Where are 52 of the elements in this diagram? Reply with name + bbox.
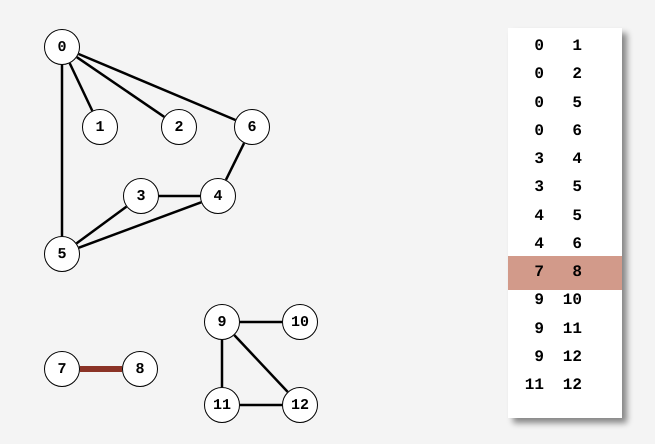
table-cell-text: 11 (562, 320, 582, 338)
table-cell-text: 9 (533, 348, 544, 366)
vertex-circle: 9 (204, 304, 240, 340)
vertex-circle: 2 (161, 109, 197, 145)
table-cell-text: 3 (533, 150, 544, 168)
table-cell-text: 3 (533, 178, 544, 196)
table-cell-text: 7 (533, 263, 544, 281)
table-cell-text: 12 (562, 376, 582, 394)
table-cell-text: 6 (571, 234, 582, 253)
table-cell-text: 0 (533, 94, 544, 112)
vertex-circle: 6 (234, 109, 270, 145)
edge-line (159, 194, 200, 198)
table-cell-text: 0 (533, 65, 544, 84)
vertex-circle: 4 (200, 178, 236, 214)
edge-line (76, 206, 128, 244)
vertex-circle: 8 (122, 351, 158, 387)
table-cell-text: 10 (562, 291, 582, 310)
table-cell-text: 9 (533, 320, 544, 338)
table-cell-text: 6 (571, 122, 582, 140)
edge-line (76, 56, 165, 118)
vertex-circle: 7 (44, 351, 80, 387)
table-cell-text: 5 (571, 94, 582, 112)
table-cell-text: 8 (571, 263, 582, 281)
vertex-circle: 10 (282, 304, 318, 340)
table-cell-text: 4 (533, 206, 544, 224)
edge-line (240, 404, 282, 406)
table-cell-text: 5 (571, 206, 582, 224)
table-cell-text: 9 (533, 291, 544, 310)
table-cell-text: 5 (571, 178, 582, 196)
vertex-circle: 12 (282, 387, 318, 423)
table-cell-text: 0 (533, 122, 544, 140)
table-cell-text: 12 (562, 348, 582, 366)
table-cell-text: 1 (571, 37, 582, 55)
edge-line (80, 366, 122, 372)
edge-line (233, 334, 289, 393)
vertex-circle: 0 (44, 29, 80, 65)
edge-line (78, 52, 236, 122)
vertex-circle: 3 (123, 178, 159, 214)
vertex-circle: 5 (44, 236, 80, 272)
table-cell-text: 11 (524, 376, 544, 394)
edge-line (60, 65, 64, 236)
edge-line (68, 62, 94, 112)
vertex-circle: 1 (82, 109, 118, 145)
edge-line (220, 340, 224, 387)
table-cell-text: 4 (571, 150, 582, 168)
edge-line (78, 201, 202, 249)
edge-line (224, 142, 246, 180)
vertex-circle: 11 (204, 387, 240, 423)
table-cell-text: 2 (571, 65, 582, 84)
table-cell-text: 0 (533, 37, 544, 55)
table-cell-text: 4 (533, 234, 544, 253)
edge-line (240, 320, 282, 324)
